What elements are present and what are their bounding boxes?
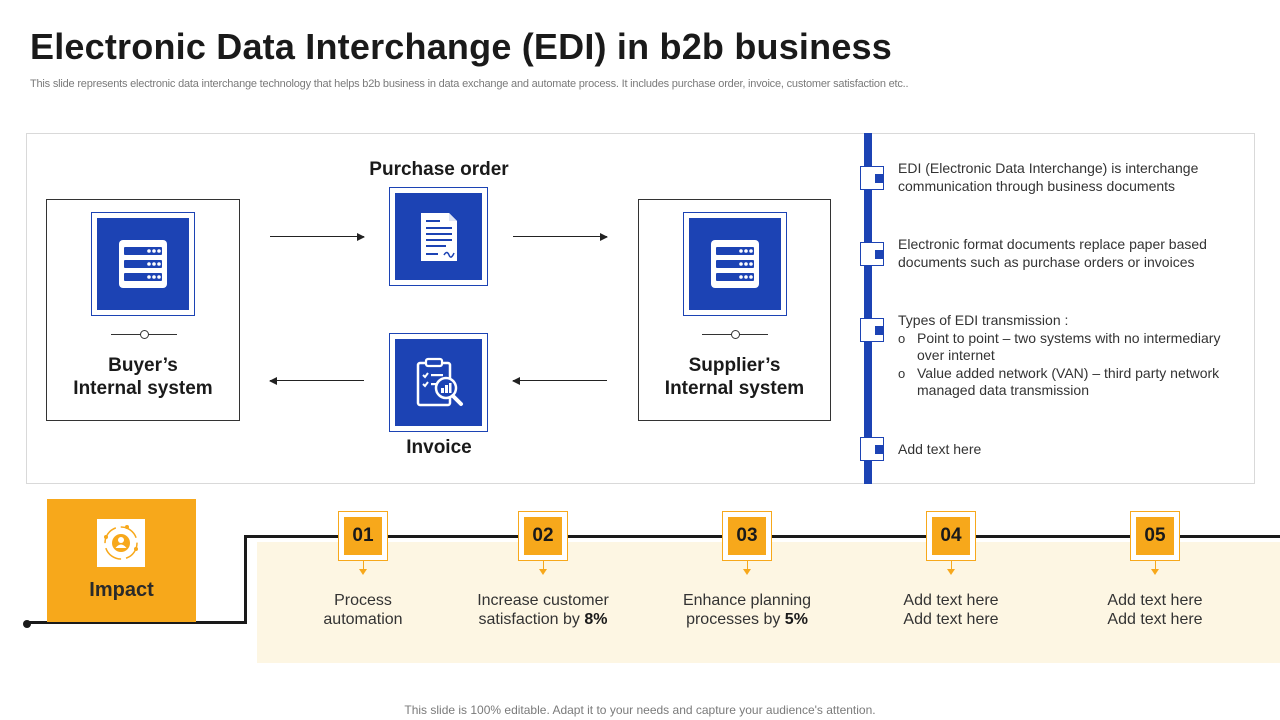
invoice-label: Invoice	[406, 437, 472, 458]
buyer-divider	[111, 330, 177, 340]
step-text-03: Enhance planning processes by 5%	[682, 592, 812, 628]
step-number-01: 01	[338, 511, 388, 561]
footer-note: This slide is 100% editable. Adapt it to…	[404, 703, 876, 717]
buyer-system-box: Buyer’s Internal system	[46, 199, 240, 421]
arrow-po-to-supplier	[513, 232, 608, 242]
step-arrowhead-04	[947, 569, 955, 575]
step-tick-05	[1155, 561, 1156, 571]
diagram-panel: Buyer’s Internal system Supplier	[26, 133, 1255, 484]
step-number-05: 05	[1130, 511, 1180, 561]
step-text-04: Add text here Add text here	[903, 592, 999, 628]
point-marker-3	[860, 318, 884, 342]
point-marker-1	[860, 166, 884, 190]
step-text-05: Add text here Add text here	[1107, 592, 1203, 628]
step-arrowhead-05	[1151, 569, 1159, 575]
step-text-02: Increase customer satisfaction by 8%	[477, 592, 609, 628]
timeline-start-dot	[23, 620, 31, 628]
step-tick-03	[747, 561, 748, 571]
arrow-invoice-to-buyer	[269, 376, 364, 386]
impact-box: Impact	[47, 499, 196, 622]
point-marker-4	[860, 437, 884, 461]
point-3-sub-2: o Value added network (VAN) – third part…	[898, 365, 1220, 398]
step-arrowhead-01	[359, 569, 367, 575]
step-number-04: 04	[926, 511, 976, 561]
page-title: Electronic Data Interchange (EDI) in b2b…	[30, 26, 892, 67]
point-marker-2	[860, 242, 884, 266]
timeline-line-riser	[244, 535, 247, 624]
server-icon	[711, 240, 759, 288]
impact-icon	[104, 525, 138, 560]
step-tick-01	[363, 561, 364, 571]
point-1: EDI (Electronic Data Interchange) is int…	[898, 160, 1199, 194]
impact-label: Impact	[89, 579, 154, 601]
point-4: Add text here	[898, 441, 982, 457]
purchase-order-tile	[389, 187, 488, 286]
buyer-system-label: Buyer’s Internal system	[73, 355, 213, 399]
page-subtitle: This slide represents electronic data in…	[30, 78, 909, 90]
purchase-order-label: Purchase order	[369, 159, 509, 180]
clipboard-chart-search-icon	[416, 357, 463, 406]
buyer-server-tile	[91, 212, 195, 316]
impact-icon-box	[97, 519, 145, 567]
document-icon	[420, 212, 457, 261]
supplier-divider	[702, 330, 768, 340]
step-number-02: 02	[518, 511, 568, 561]
timeline-line-lower	[27, 621, 247, 624]
supplier-system-box: Supplier’s Internal system	[638, 199, 831, 421]
server-icon	[119, 240, 167, 288]
point-3-heading: Types of EDI transmission :	[898, 312, 1069, 328]
arrow-buyer-to-po	[270, 232, 365, 242]
impact-band	[257, 542, 1280, 663]
arrow-supplier-to-invoice	[512, 376, 607, 386]
point-3-sub-1: o Point to point – two systems with no i…	[898, 330, 1221, 363]
supplier-server-tile	[683, 212, 787, 316]
step-number-03: 03	[722, 511, 772, 561]
points-timeline-bar	[864, 133, 872, 484]
step-arrowhead-02	[539, 569, 547, 575]
step-arrowhead-03	[743, 569, 751, 575]
supplier-system-label: Supplier’s Internal system	[664, 355, 805, 399]
invoice-tile	[389, 333, 488, 432]
step-tick-02	[543, 561, 544, 571]
point-2: Electronic format documents replace pape…	[898, 236, 1207, 270]
step-tick-04	[951, 561, 952, 571]
step-text-01: Process automation	[323, 592, 403, 628]
